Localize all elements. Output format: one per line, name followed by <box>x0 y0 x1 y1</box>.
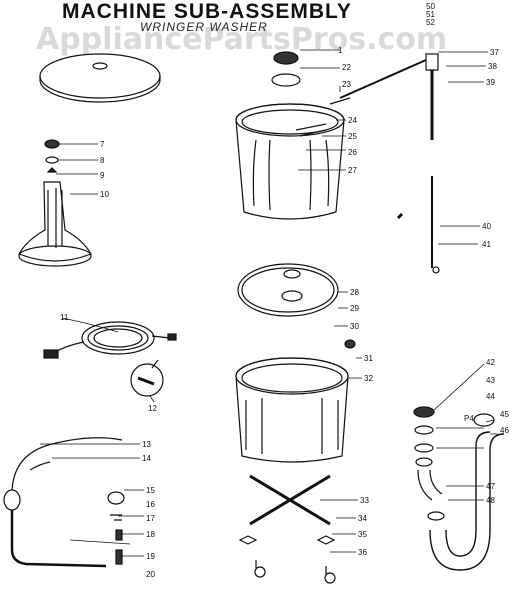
callout-32: 32 <box>364 374 373 383</box>
outer-tub-part <box>235 51 427 220</box>
cord-part <box>43 321 177 397</box>
callout-15: 15 <box>146 486 155 495</box>
callout-22: 22 <box>342 63 351 72</box>
callout-33: 33 <box>360 496 369 505</box>
callout-35: 35 <box>358 530 367 539</box>
callout-13: 13 <box>142 440 151 449</box>
callout-42: 42 <box>486 358 495 367</box>
callout-38: 38 <box>488 62 497 71</box>
callout-46: 46 <box>500 426 509 435</box>
callout-40: 40 <box>482 222 491 231</box>
callout-44: 44 <box>486 392 495 401</box>
diagram-title: MACHINE SUB-ASSEMBLY <box>62 0 352 23</box>
diagram-subtitle: WRINGER WASHER <box>140 20 268 34</box>
callout-16: 16 <box>146 500 155 509</box>
agitator-part <box>18 139 92 267</box>
callout-29: 29 <box>350 304 359 313</box>
callout-20: 20 <box>146 570 155 579</box>
callout-8: 8 <box>100 156 105 165</box>
cover-plate-part <box>237 263 339 317</box>
callout-7: 7 <box>100 140 105 149</box>
inner-tub-part <box>235 339 356 463</box>
drain-pipe-part <box>413 406 505 571</box>
callout-45: 45 <box>500 410 509 419</box>
callout-p4: P4 <box>464 414 474 423</box>
callout-17: 17 <box>146 514 155 523</box>
callout-51: 51 <box>426 10 435 19</box>
callout-9: 9 <box>100 171 105 180</box>
callout-12: 12 <box>148 404 157 413</box>
hose-part <box>3 437 125 568</box>
callout-28: 28 <box>350 288 359 297</box>
leader-lines <box>40 49 498 557</box>
callout-39: 39 <box>486 78 495 87</box>
callout-19: 19 <box>146 552 155 561</box>
callout-43: 43 <box>486 376 495 385</box>
callout-30: 30 <box>350 322 359 331</box>
callout-48: 48 <box>486 496 495 505</box>
callout-10: 10 <box>100 190 109 199</box>
callout-18: 18 <box>146 530 155 539</box>
callout-36: 36 <box>358 548 367 557</box>
callout-34: 34 <box>358 514 367 523</box>
callout-14: 14 <box>142 454 151 463</box>
callout-37: 37 <box>490 48 499 57</box>
callout-47: 47 <box>486 482 495 491</box>
callout-52: 52 <box>426 18 435 27</box>
callout-31: 31 <box>364 354 373 363</box>
callout-41: 41 <box>482 240 491 249</box>
callout-27: 27 <box>348 166 357 175</box>
callout-24: 24 <box>348 116 357 125</box>
callout-23: 23 <box>342 80 351 89</box>
callout-50: 50 <box>426 2 435 11</box>
callout-26: 26 <box>348 148 357 157</box>
callout-11: 11 <box>60 313 69 322</box>
rod-part <box>396 53 440 274</box>
callout-21: 1 <box>338 46 343 55</box>
frame-part <box>238 474 336 584</box>
callout-25: 25 <box>348 132 357 141</box>
lid-part <box>39 53 161 103</box>
